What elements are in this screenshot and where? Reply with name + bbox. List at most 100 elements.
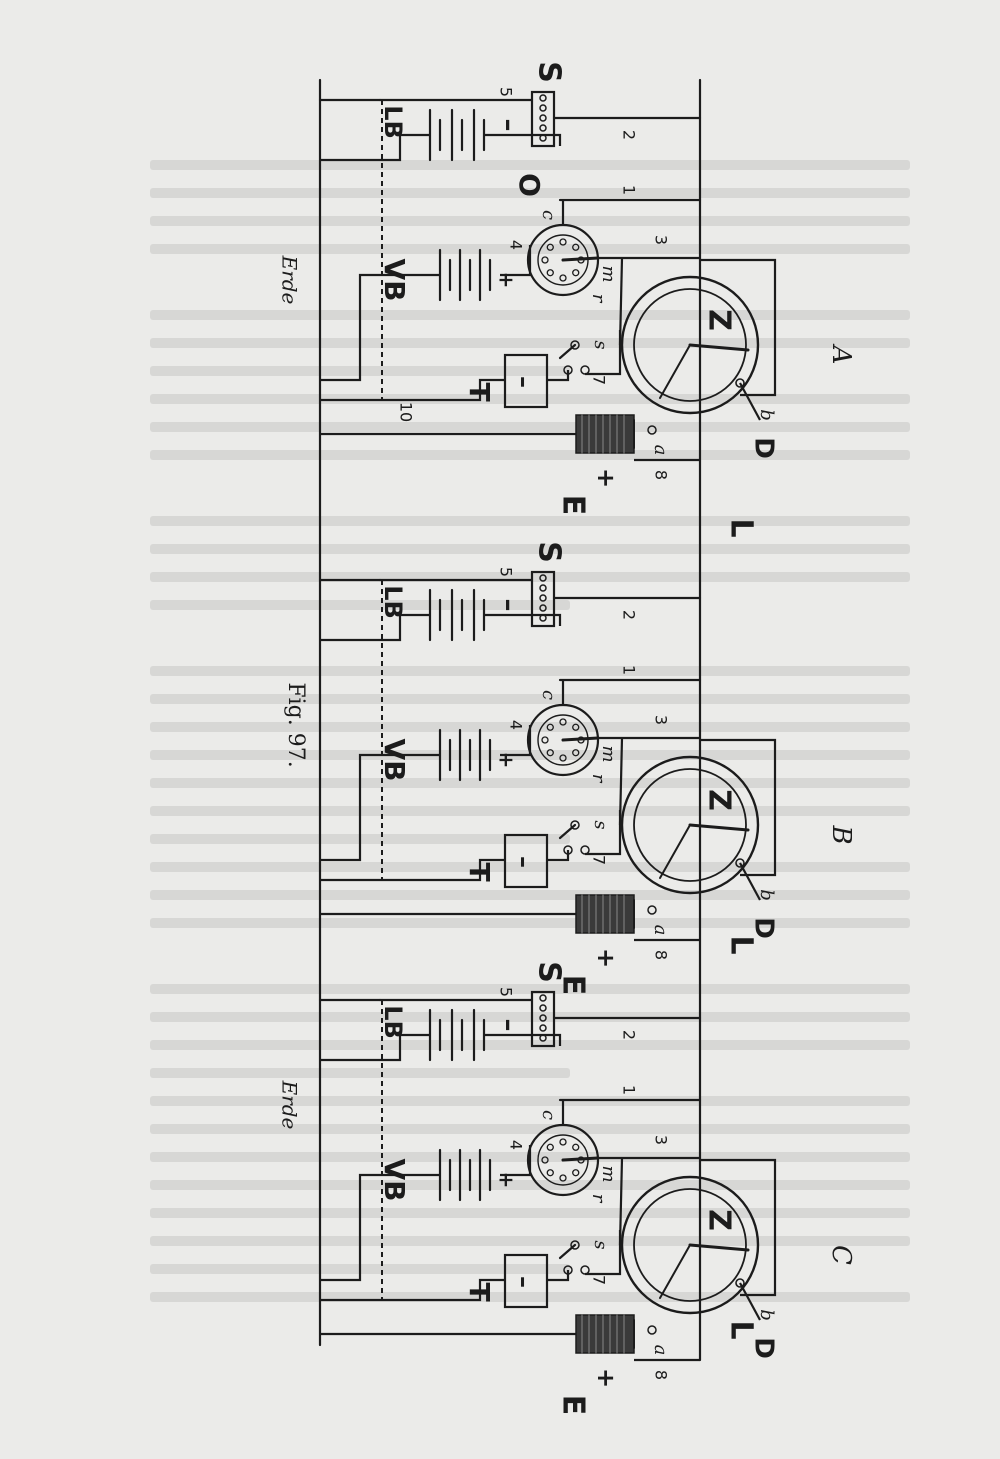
label-E: E xyxy=(556,975,591,996)
label-b: b xyxy=(756,889,777,901)
label-VB: VB xyxy=(378,738,411,781)
switch-pivot xyxy=(570,340,580,350)
switch-contact xyxy=(559,1138,567,1146)
wire xyxy=(739,1282,761,1321)
label-T-minus: – xyxy=(510,1276,538,1288)
key-contact xyxy=(539,124,547,132)
switch-contact xyxy=(559,718,567,726)
bleed-line xyxy=(150,338,910,348)
wire xyxy=(320,613,430,642)
key-S xyxy=(530,90,556,148)
coil-E xyxy=(575,894,635,934)
bleed-line xyxy=(150,450,910,460)
bleed-line xyxy=(150,984,910,994)
switch-contact xyxy=(559,274,567,282)
switch-contact xyxy=(580,365,590,375)
label-S: S xyxy=(532,61,567,83)
label-E-plus: + xyxy=(592,948,620,968)
wire xyxy=(585,330,622,376)
station-letter: C xyxy=(826,1245,856,1265)
switch-lever xyxy=(561,736,600,742)
dial-hand-2 xyxy=(659,824,691,879)
label-m: m xyxy=(598,745,619,762)
wire-label-10: 10 xyxy=(397,402,416,422)
coil-E xyxy=(575,1314,635,1354)
wire-label-3: 3 xyxy=(652,715,671,725)
switch-contact xyxy=(572,243,580,251)
switch-lever xyxy=(561,256,600,262)
label-s: s xyxy=(590,820,611,829)
dial-outer xyxy=(620,755,760,895)
wire-label-5: 5 xyxy=(497,567,516,577)
label-minus: – xyxy=(494,599,524,612)
earth-label: Erde xyxy=(278,1080,302,1130)
switch-contact xyxy=(546,749,554,757)
bleed-line xyxy=(150,1040,910,1050)
label-E: E xyxy=(556,1395,591,1416)
wire xyxy=(547,850,570,862)
bleed-line xyxy=(150,310,910,320)
bleed-line xyxy=(150,544,910,554)
coil-terminal-a xyxy=(647,425,657,435)
wire-label-8: 8 xyxy=(652,1370,671,1380)
coil-E xyxy=(575,414,635,454)
line-bus-label: L xyxy=(724,1320,759,1339)
switch-contact xyxy=(580,845,590,855)
wire xyxy=(484,1033,562,1046)
wire xyxy=(320,1278,505,1302)
switch-contact xyxy=(541,1156,549,1164)
wire xyxy=(547,370,570,382)
switch-pivot xyxy=(570,1240,580,1250)
wire-label-8: 8 xyxy=(652,470,671,480)
label-minus: – xyxy=(494,1019,524,1032)
wire xyxy=(320,1173,440,1282)
switch-contact xyxy=(580,1265,590,1275)
switch-pivot xyxy=(570,820,580,830)
label-T-minus: – xyxy=(510,376,538,388)
dashed-wire xyxy=(320,100,383,401)
wire-label-7: 7 xyxy=(590,855,609,865)
wire-label-8: 8 xyxy=(652,950,671,960)
label-Z: Z xyxy=(702,789,737,811)
label-c: c xyxy=(538,690,559,700)
bleed-line xyxy=(150,216,910,226)
wire-label-4: 4 xyxy=(507,240,526,250)
label-a: a xyxy=(650,925,671,936)
switch-arm xyxy=(558,1243,577,1260)
bleed-line xyxy=(150,160,910,170)
dashed-wire xyxy=(320,1000,383,1301)
bleed-line xyxy=(150,1208,910,1218)
label-s: s xyxy=(590,1240,611,1249)
bleed-line xyxy=(150,1068,570,1078)
dial-terminal xyxy=(735,378,745,388)
label-VB: VB xyxy=(378,1158,411,1201)
switch-arm xyxy=(558,343,577,360)
bleed-line xyxy=(150,778,910,788)
wire-label-2: 2 xyxy=(620,130,639,140)
wire-label-5: 5 xyxy=(497,987,516,997)
wire xyxy=(320,858,505,882)
label-r: r xyxy=(588,1194,609,1204)
dial-hand-2 xyxy=(659,344,691,399)
dial-inner xyxy=(633,288,747,402)
bleed-line xyxy=(150,1180,910,1190)
key-S xyxy=(530,990,556,1048)
switch-contact xyxy=(541,736,549,744)
label-LB: LB xyxy=(379,1005,407,1039)
dial-hand xyxy=(688,1243,750,1252)
label-Z: Z xyxy=(702,309,737,331)
bleed-line xyxy=(150,666,910,676)
wire-label-7: 7 xyxy=(590,375,609,385)
key-contact xyxy=(539,1004,547,1012)
switch-contact xyxy=(572,749,580,757)
label-r: r xyxy=(588,774,609,784)
switch-arm xyxy=(558,823,577,840)
key-contact xyxy=(539,584,547,592)
bleed-line xyxy=(150,1012,910,1022)
label-S: S xyxy=(532,541,567,563)
wire-label-7: 7 xyxy=(590,1275,609,1285)
dial-outer xyxy=(620,1175,760,1315)
